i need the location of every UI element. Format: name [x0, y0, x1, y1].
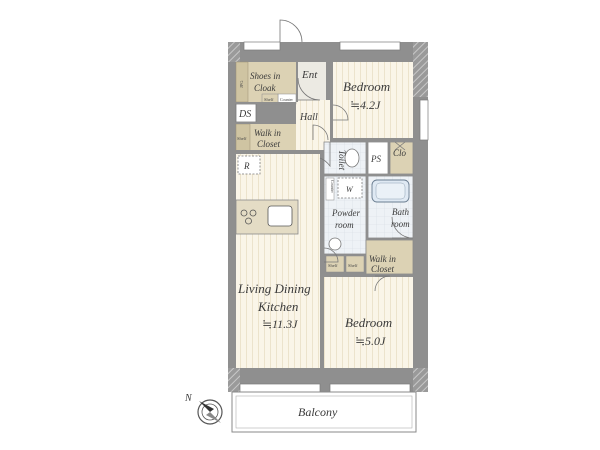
ldk-label-2: Kitchen	[257, 299, 298, 314]
labels: Ent Hall Shoes in Cloak JPG Shelf Counte…	[237, 69, 410, 419]
column-nw	[228, 42, 240, 62]
compass-needle-icon	[199, 401, 214, 412]
kitchen-sink	[267, 205, 293, 227]
walk-in-closet-1-label-1: Walk in	[254, 128, 281, 138]
powder-room-label-1: Powder	[331, 208, 360, 218]
ldk-size: ≒11.3J	[262, 317, 298, 331]
ldk-label-1: Living Dining	[237, 281, 311, 296]
clo-label: Clo	[393, 148, 407, 158]
ds-label: DS	[238, 109, 251, 120]
shoes-cloak-label-1: Shoes in	[250, 71, 281, 81]
stove-burner-3	[245, 217, 252, 225]
bedroom-south-label: Bedroom	[345, 315, 392, 330]
bedroom-south-size: ≒5.0J	[355, 334, 386, 348]
walk-in-closet-2-label-1: Walk in	[369, 254, 396, 264]
balcony-label: Balcony	[298, 405, 338, 419]
partition-walls	[236, 62, 413, 368]
counter-label-powder: Counter	[330, 180, 335, 194]
bath-room-label-2: room	[391, 219, 410, 229]
shelf-label-closet-1: Shelf	[237, 136, 247, 141]
refrigerator-spot	[237, 155, 261, 175]
powder-room-label-2: room	[335, 220, 354, 230]
bedroom-north-floor	[332, 62, 413, 140]
balcony-inner	[235, 395, 413, 429]
shelf-label-2: Shelf	[328, 263, 338, 268]
balcony-area	[231, 391, 417, 433]
jpg-label: JPG	[239, 80, 244, 88]
entrance-label: Ent	[301, 69, 318, 81]
bath-room-label-1: Bath	[392, 207, 409, 217]
door-swings	[279, 19, 414, 292]
refrigerator-label: R	[243, 161, 250, 171]
ps-label: PS	[370, 154, 381, 164]
sink-fixture	[328, 237, 342, 251]
walk-in-closet-2-area	[365, 239, 414, 275]
stove-burner-1	[240, 209, 248, 217]
compass-inner-ring	[201, 403, 219, 421]
walk-in-closet-1-label-2: Closet	[257, 139, 281, 149]
compass-tail-icon	[206, 412, 221, 423]
stove-burner-2	[249, 209, 257, 217]
column-se	[413, 368, 428, 392]
shelf-label-top: Shelf	[264, 97, 274, 102]
washer-label: W	[346, 185, 354, 194]
ldk-floor	[236, 154, 322, 368]
column-sw	[228, 368, 240, 392]
column-ne	[413, 42, 428, 97]
counter-box-2	[325, 177, 335, 201]
bathtub-inner	[375, 182, 406, 200]
bedroom-north-size: ≒4.2J	[350, 98, 381, 112]
counter-label-top: Counter	[280, 97, 294, 102]
toilet-fixture	[344, 148, 360, 168]
compass-north-label: N	[184, 393, 193, 404]
compass: N	[184, 393, 223, 425]
walk-in-closet-2-label-2: Closet	[371, 264, 395, 274]
bedroom-north-label: Bedroom	[343, 79, 390, 94]
hall-label: Hall	[299, 112, 318, 123]
toilet-label: Toilet	[337, 150, 347, 171]
bedroom-south-floor	[324, 276, 413, 368]
windows	[239, 41, 429, 393]
shelf-label-3: Shelf	[348, 263, 358, 268]
shelf-box-2	[325, 255, 345, 273]
shoes-cloak-label-2: Cloak	[254, 83, 277, 93]
shelf-box-3	[345, 255, 365, 273]
entrance-floor	[296, 62, 326, 100]
washer-spot	[337, 177, 363, 199]
